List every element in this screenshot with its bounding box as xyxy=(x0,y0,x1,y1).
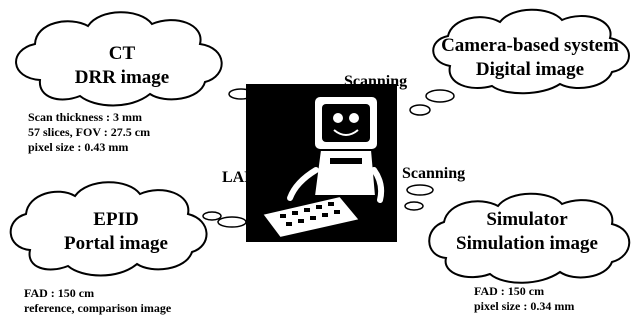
connection-label-camera: Scanning xyxy=(344,73,408,90)
connection-label-simulator: Scanning xyxy=(402,165,466,182)
epid-line2: Portal image xyxy=(64,233,168,254)
computer-illustration xyxy=(246,84,397,242)
cloud-ct xyxy=(15,11,223,107)
epid-notes: FAD : 150 cm reference, comparison image xyxy=(24,286,171,316)
ct-line2: DRR image xyxy=(74,67,170,88)
ct-note-1: Scan thickness : 3 mm xyxy=(28,110,143,124)
epid-title: EPID Portal image xyxy=(46,210,186,253)
simulator-line2: Simulation image xyxy=(456,233,598,254)
ct-line1: CT xyxy=(108,43,136,64)
epid-note-2: reference, comparison image xyxy=(24,301,172,315)
cloud-camera xyxy=(432,8,630,95)
simulator-note-1: FAD : 150 cm xyxy=(474,284,545,298)
camera-line1: Camera-based system xyxy=(441,35,619,56)
ct-note-3: pixel size : 0.43 mm xyxy=(28,140,129,154)
camera-title: Camera-based system Digital image xyxy=(440,36,620,79)
epid-note-1: FAD : 150 cm xyxy=(24,286,95,300)
simulator-notes: FAD : 150 cm pixel size : 0.34 mm xyxy=(474,284,574,314)
ct-notes: Scan thickness : 3 mm 57 slices, FOV : 2… xyxy=(28,110,150,155)
simulator-note-2: pixel size : 0.34 mm xyxy=(474,299,575,313)
camera-line2: Digital image xyxy=(475,59,585,80)
ct-note-2: 57 slices, FOV : 27.5 cm xyxy=(28,125,151,139)
simulator-line1: Simulator xyxy=(486,209,568,230)
connection-label-lan: LAN xyxy=(222,169,256,186)
epid-line1: EPID xyxy=(93,209,139,230)
ct-title: CT DRR image xyxy=(60,44,184,87)
cloud-simulator xyxy=(428,192,631,284)
simulator-title: Simulator Simulation image xyxy=(436,210,618,253)
cloud-epid xyxy=(9,181,208,277)
